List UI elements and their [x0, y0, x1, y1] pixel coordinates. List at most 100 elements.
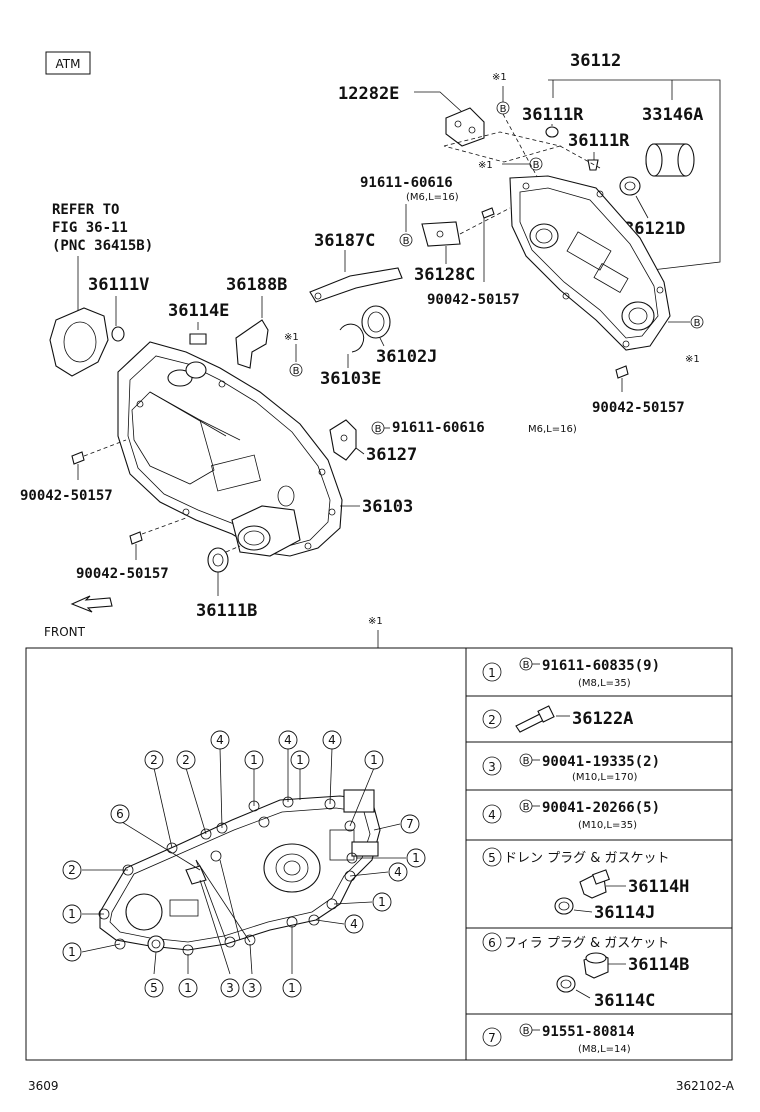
label-90042-50157-a[interactable]: 90042-50157 — [427, 292, 520, 308]
legend-title-5: ドレン プラグ & ガスケット — [504, 851, 670, 866]
callout-circle[interactable] — [388, 862, 408, 882]
refer-line3: (PNC 36415B) — [52, 238, 153, 254]
rear-cover-assembly: 36112 12282E ※1 B 36111R 33146A 36111R ※… — [309, 51, 721, 416]
label-36112[interactable]: 36112 — [570, 51, 621, 71]
callout-number: 2 — [68, 863, 76, 877]
svg-text:B: B — [500, 104, 507, 115]
callout-circle[interactable] — [144, 750, 164, 770]
label-36187C[interactable]: 36187C — [314, 231, 375, 251]
label-91611-60616-mid[interactable]: 91611-60616 — [392, 420, 485, 436]
callout-circle[interactable] — [290, 750, 310, 770]
detail-box: ※1 1 B 91611-60835(9) (M8,L=35) 2 36122A — [25, 616, 733, 1061]
label-36103E[interactable]: 36103E — [320, 369, 381, 389]
svg-text:B: B — [403, 236, 410, 247]
svg-text:B: B — [694, 318, 701, 329]
svg-text:3: 3 — [488, 760, 496, 774]
label-36111V[interactable]: 36111V — [88, 275, 149, 295]
label-90042-50157-c[interactable]: 90042-50157 — [20, 488, 113, 504]
callout-circle[interactable] — [178, 978, 198, 998]
callout-number: 3 — [226, 981, 234, 995]
svg-text:B: B — [375, 424, 382, 435]
atm-badge: ATM — [45, 51, 91, 75]
callout-number: 1 — [184, 981, 192, 995]
svg-text:(M10,L=170): (M10,L=170) — [572, 772, 637, 783]
label-33146A[interactable]: 33146A — [642, 105, 703, 125]
footer-left: 3609 — [28, 1079, 59, 1093]
legend-row-3: 3 B 90041-19335(2) (M10,L=170) — [482, 753, 660, 783]
callout-circle[interactable] — [62, 942, 82, 962]
callout-circle[interactable] — [62, 860, 82, 880]
label-90042-50157-b[interactable]: 90042-50157 — [592, 400, 685, 416]
label-36188B[interactable]: 36188B — [226, 275, 287, 295]
svg-text:(M8,L=14): (M8,L=14) — [578, 1044, 631, 1055]
legend-part-3[interactable]: 90041-19335(2) — [542, 754, 660, 770]
callout-circle[interactable] — [220, 978, 240, 998]
label-36127[interactable]: 36127 — [366, 445, 417, 465]
legend-part-4[interactable]: 90041-20266(5) — [542, 800, 660, 816]
callout-number: 2 — [182, 753, 190, 767]
label-36121D[interactable]: 36121D — [624, 219, 685, 239]
legend-part-6a[interactable]: 36114B — [628, 955, 689, 975]
front-label: FRONT — [44, 625, 86, 639]
callout-circle[interactable] — [110, 804, 130, 824]
label-90042-50157-d[interactable]: 90042-50157 — [76, 566, 169, 582]
svg-text:5: 5 — [488, 851, 496, 865]
legend-row-6: 6 フィラ プラグ & ガスケット 36114B 36114C — [482, 932, 689, 1011]
callout-circle[interactable] — [400, 814, 420, 834]
callout-number: 1 — [68, 945, 76, 959]
callout-number: 7 — [406, 817, 414, 831]
callout-circle[interactable] — [244, 750, 264, 770]
callout-circle[interactable] — [176, 750, 196, 770]
label-91611-60616-top[interactable]: 91611-60616 — [360, 175, 453, 191]
label-36103[interactable]: 36103 — [362, 497, 413, 517]
label-36111R-b[interactable]: 36111R — [568, 131, 630, 151]
legend-part-5a[interactable]: 36114H — [628, 877, 689, 897]
svg-text:(M10,L=35): (M10,L=35) — [578, 820, 637, 831]
callout-circle[interactable] — [406, 848, 426, 868]
callout-number: 1 — [378, 895, 386, 909]
svg-text:B: B — [523, 1026, 530, 1037]
svg-text:B: B — [293, 366, 300, 377]
svg-text:(M8,L=35): (M8,L=35) — [578, 678, 631, 689]
svg-text:B: B — [533, 160, 540, 171]
callout-circle[interactable] — [62, 904, 82, 924]
label-36114E[interactable]: 36114E — [168, 301, 229, 321]
callout-circle[interactable] — [210, 730, 230, 750]
footer-right: 362102-A — [676, 1079, 735, 1093]
label-36102J[interactable]: 36102J — [376, 347, 437, 367]
callout-circle[interactable] — [282, 978, 302, 998]
legend-row-7: 7 B 91551-80814 (M8,L=14) — [482, 1023, 635, 1055]
atm-label: ATM — [56, 57, 81, 71]
callout-circle[interactable] — [322, 730, 342, 750]
refer-line1: REFER TO — [52, 202, 119, 218]
callout-circle[interactable] — [144, 978, 164, 998]
callout-circle[interactable] — [364, 750, 384, 770]
label-12282E[interactable]: 12282E — [338, 84, 399, 104]
callout-circle[interactable] — [372, 892, 392, 912]
legend-part-2[interactable]: 36122A — [572, 709, 633, 729]
callout-number: 4 — [328, 733, 336, 747]
legend-part-7[interactable]: 91551-80814 — [542, 1024, 635, 1040]
svg-text:(M6,L=16): (M6,L=16) — [406, 192, 459, 203]
callout-circle[interactable] — [242, 978, 262, 998]
callout-number: 1 — [68, 907, 76, 921]
label-36128C[interactable]: 36128C — [414, 265, 475, 285]
label-36111B[interactable]: 36111B — [196, 601, 257, 621]
svg-text:※1: ※1 — [685, 354, 700, 365]
svg-text:4: 4 — [488, 808, 496, 822]
svg-text:M6,L=16): M6,L=16) — [528, 424, 577, 435]
svg-text:7: 7 — [488, 1031, 496, 1045]
legend-part-5b[interactable]: 36114J — [594, 903, 655, 923]
legend-row-2: 2 36122A — [482, 705, 633, 733]
callout-circle[interactable] — [278, 730, 298, 750]
refer-line2: FIG 36-11 — [52, 220, 128, 236]
label-36111R-a[interactable]: 36111R — [522, 105, 584, 125]
callout-number: 1 — [296, 753, 304, 767]
legend-part-1[interactable]: 91611-60835(9) — [542, 658, 660, 674]
callout-number: 1 — [370, 753, 378, 767]
legend-part-6b[interactable]: 36114C — [594, 991, 655, 1011]
callout-circle[interactable] — [344, 914, 364, 934]
callout-number: 4 — [216, 733, 224, 747]
callout-number: 5 — [150, 981, 158, 995]
